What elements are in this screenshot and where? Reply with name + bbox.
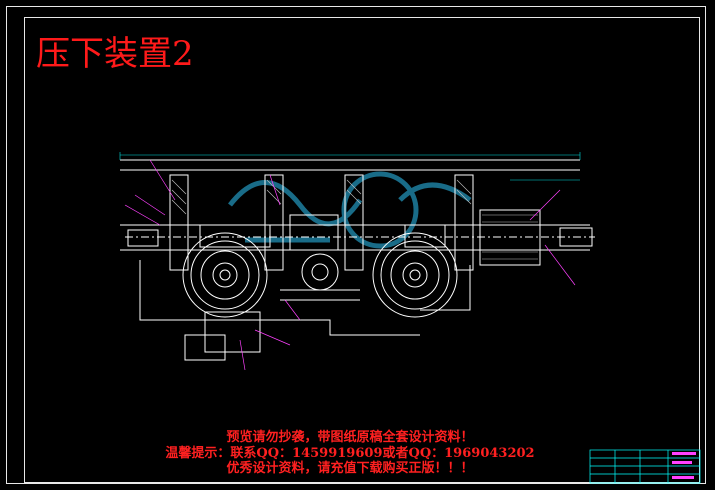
title-block-marks: [672, 452, 696, 479]
notice-line-3: 优秀设计资料，请充值下载购买正版！！！: [226, 461, 474, 476]
title-block: [589, 449, 701, 484]
drawing-border-outer: [6, 6, 706, 484]
leader-lines: [124, 159, 576, 371]
middle-gear: [301, 253, 339, 291]
section-hatching: [171, 179, 538, 260]
drawing-border-inner: [24, 17, 700, 483]
watermark-logo: [228, 171, 472, 249]
main-frame: [120, 159, 595, 361]
notice-line-1: 预览请勿抄袭，带图纸原稿全套设计资料！: [226, 430, 474, 445]
drawing-title: 压下装置2: [36, 34, 194, 74]
dimension-lines: [119, 152, 581, 181]
right-wheel: [372, 232, 458, 318]
left-wheel: [182, 232, 268, 318]
notice-line-2: 温馨提示：联系QQ：1459919609或者QQ：1969043202: [165, 446, 535, 461]
